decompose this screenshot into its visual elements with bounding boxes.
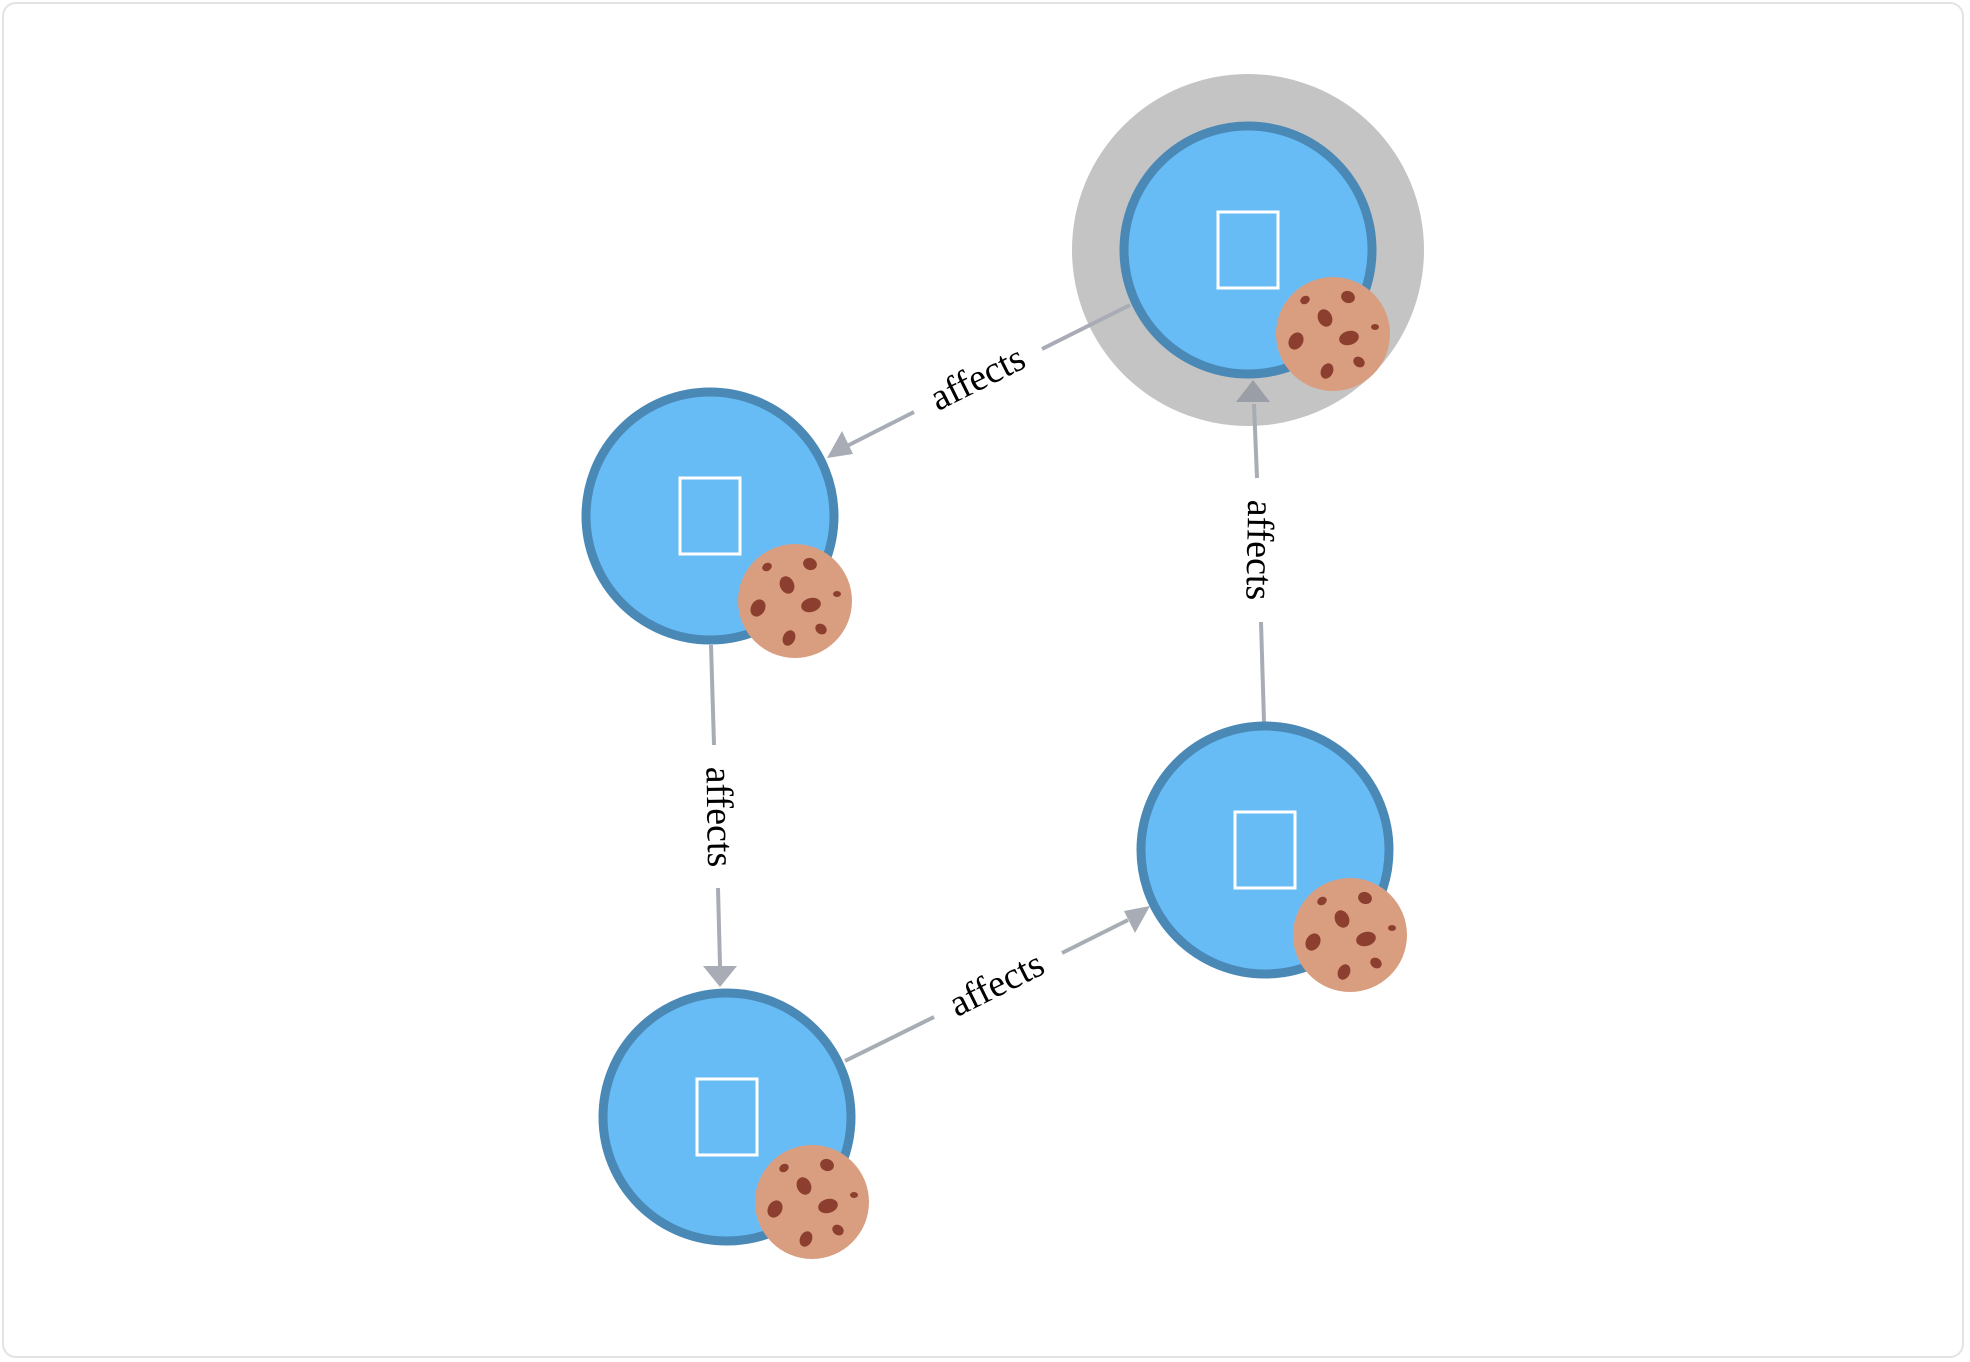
cookie-icon: [1276, 277, 1390, 391]
edge-top-right-to-left[interactable]: affects: [827, 303, 1131, 458]
graph-node-bottom-left[interactable]: [598, 988, 869, 1259]
graph-node-left[interactable]: [581, 387, 852, 658]
edge-bottom-left-to-right[interactable]: affects: [844, 906, 1150, 1063]
edge-label: affects: [1237, 499, 1281, 600]
arrowhead: [703, 966, 737, 987]
edge-left-to-bottom-left[interactable]: affects: [697, 644, 741, 987]
cookie-icon: [755, 1145, 869, 1259]
arrowhead: [1124, 906, 1150, 933]
arrowhead: [827, 431, 853, 458]
missing-glyph-box-icon: [1233, 810, 1297, 890]
edge-right-to-top-right[interactable]: affects: [1236, 380, 1281, 723]
arrowhead: [1236, 380, 1270, 402]
missing-glyph-box-icon: [695, 1077, 759, 1157]
graph-node-top-right[interactable]: [1119, 121, 1390, 391]
edge-label: affects: [942, 943, 1051, 1025]
edge-label: affects: [923, 337, 1032, 419]
missing-glyph-box-icon: [1216, 210, 1280, 290]
edge-label: affects: [697, 766, 741, 867]
cookie-icon: [1293, 878, 1407, 992]
missing-glyph-box-icon: [678, 476, 742, 556]
cookie-icon: [738, 544, 852, 658]
graph-node-right[interactable]: [1136, 721, 1407, 992]
